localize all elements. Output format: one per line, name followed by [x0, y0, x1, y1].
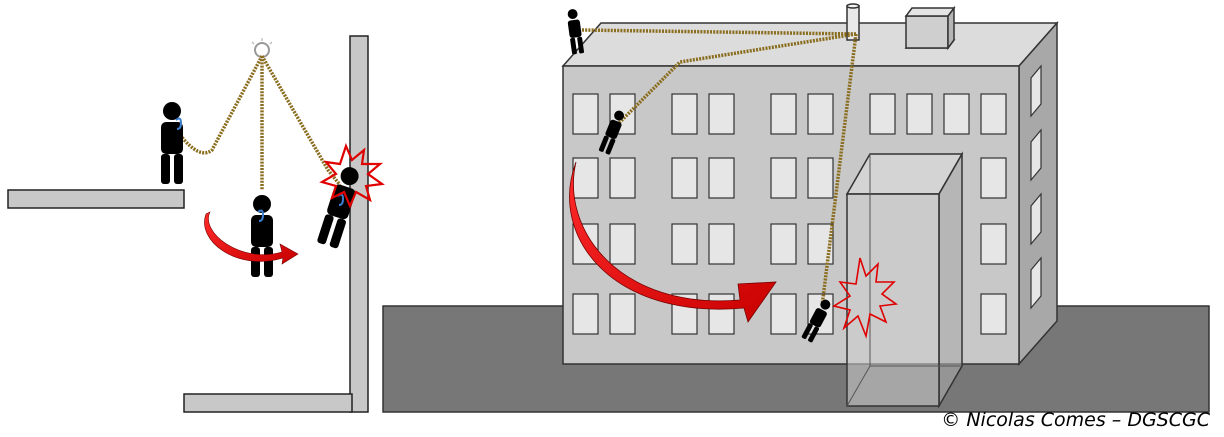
rope — [178, 55, 342, 190]
person-icon — [251, 195, 273, 277]
right-scene — [382, 3, 1210, 413]
carabiner-icon — [257, 209, 265, 222]
impact-burst-icon — [319, 142, 385, 209]
person-icon — [161, 102, 183, 184]
carabiner-icon — [175, 117, 183, 130]
swing-arrow-icon — [569, 161, 777, 323]
rope — [581, 28, 858, 307]
annex-block — [845, 151, 964, 409]
ledge — [7, 189, 185, 209]
credit-text: © Nicolas Comes – DGSCGC — [941, 409, 1210, 431]
wall — [349, 35, 369, 413]
floor — [183, 393, 353, 413]
left-scene — [7, 35, 385, 413]
anchor-ring-icon — [251, 38, 273, 58]
window-grid — [572, 64, 1042, 335]
person-icon — [565, 8, 585, 55]
swing-arrow-icon — [204, 211, 299, 265]
impact-burst-icon — [831, 257, 899, 339]
